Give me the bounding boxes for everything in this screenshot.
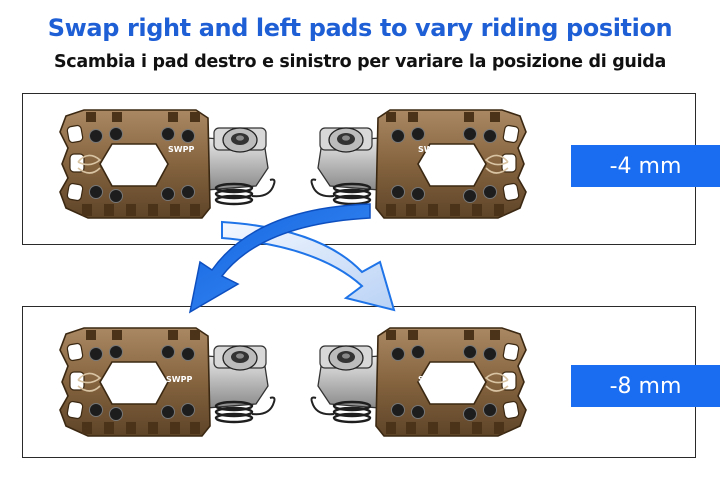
offset-badge-2: -8 mm [571, 365, 720, 407]
page-title: Swap right and left pads to vary riding … [47, 14, 673, 42]
offset-badge-1: -4 mm [571, 145, 720, 187]
page-subtitle: Scambia i pad destro e sinistro per vari… [53, 52, 667, 72]
